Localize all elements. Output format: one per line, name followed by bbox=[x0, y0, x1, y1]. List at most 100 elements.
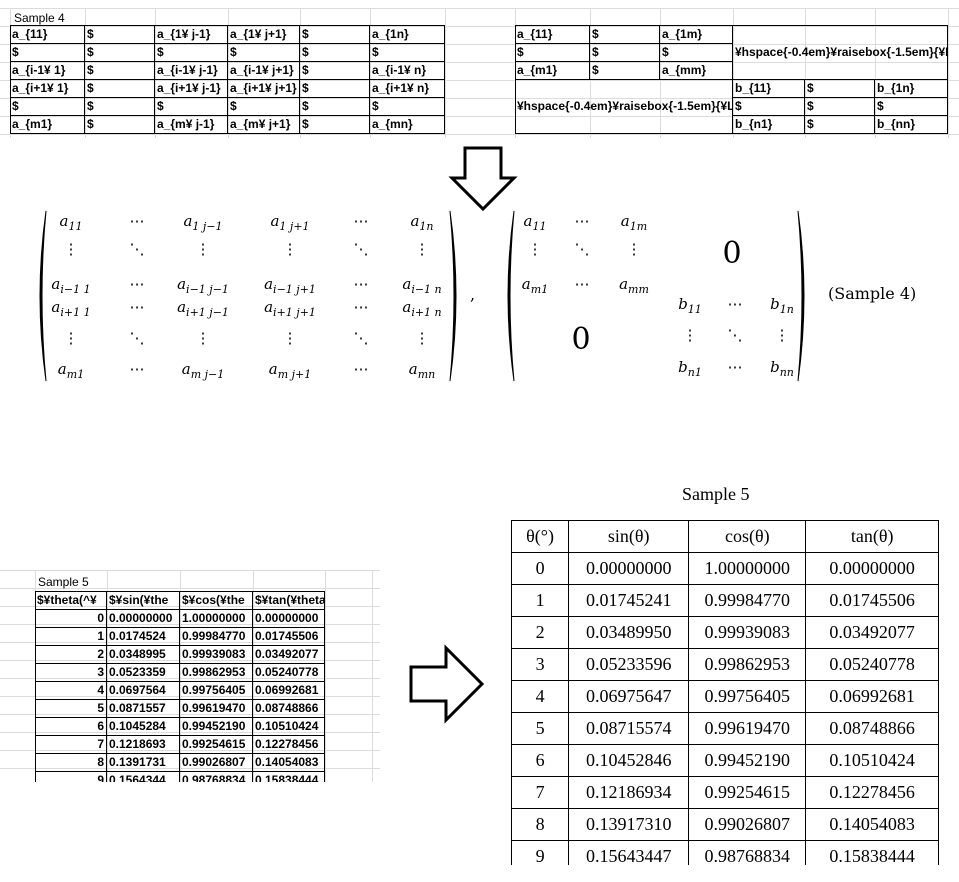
sheet-cell: $ bbox=[155, 44, 228, 62]
sheet-cell: 0.0697564 bbox=[107, 682, 180, 700]
table-header-cell: sin(θ) bbox=[568, 520, 690, 553]
matrix-dots: ⋯ bbox=[727, 295, 743, 313]
entry-base: a bbox=[402, 298, 412, 316]
grid-line bbox=[0, 116, 959, 117]
sheet-cell: $ bbox=[590, 44, 660, 62]
entry-subscript: m1 bbox=[530, 283, 549, 296]
entry-subscript: i+1 1 bbox=[60, 306, 91, 319]
sheet-cell: a_{mn} bbox=[370, 116, 445, 134]
sheet-border bbox=[10, 25, 11, 134]
entry-base: a bbox=[521, 275, 531, 293]
sheet-cell: a_{1¥ j+1} bbox=[228, 26, 300, 44]
matrix-dots: ⋮ bbox=[63, 240, 79, 258]
entry-subscript: n1 bbox=[687, 366, 702, 379]
entry-subscript: m j−1 bbox=[190, 368, 225, 381]
table-cell: 1.00000000 bbox=[688, 552, 807, 585]
sheet-cell: $¥sin(¥the bbox=[107, 592, 180, 610]
sheet-cell: 0.0523359 bbox=[107, 664, 180, 682]
down-arrow-icon bbox=[448, 146, 518, 212]
sheet-cell: a_{i-1¥ j-1} bbox=[155, 62, 228, 80]
sheet-cell: 0.1391731 bbox=[107, 754, 180, 772]
matrix-dots: ⋯ bbox=[727, 358, 743, 376]
sheet-cell: $ bbox=[370, 44, 445, 62]
table-cell: 0.10452846 bbox=[568, 744, 690, 777]
entry-base: a bbox=[51, 298, 61, 316]
grid-line bbox=[300, 8, 301, 138]
grid-line bbox=[0, 44, 959, 45]
table-cell: 0.03492077 bbox=[805, 616, 939, 649]
sheet-cell: 0.99984770 bbox=[180, 628, 253, 646]
entry-subscript: i+1 j+1 bbox=[273, 306, 316, 319]
table-cell: 8 bbox=[511, 808, 570, 841]
grid-line bbox=[0, 62, 959, 63]
sheet-cell: 0.99254615 bbox=[180, 736, 253, 754]
table-cell: 0.01745241 bbox=[568, 584, 690, 617]
sheet2-caption: Sample 5 bbox=[38, 575, 89, 589]
sheet-cell: 0.99452190 bbox=[180, 718, 253, 736]
entry-base: a bbox=[51, 275, 61, 293]
sheet-cell: $ bbox=[300, 98, 370, 116]
matrix-entry: ai+1 n bbox=[402, 298, 441, 319]
sheet-cell: 0.01745506 bbox=[253, 628, 325, 646]
grid-line bbox=[948, 8, 949, 138]
sheet-cell: 3 bbox=[35, 664, 107, 682]
table-cell: 0.05240778 bbox=[805, 648, 939, 681]
sheet-cell: 0.99862953 bbox=[180, 664, 253, 682]
table-cell: 0.06992681 bbox=[805, 680, 939, 713]
grid-line bbox=[107, 570, 108, 782]
matrix-dots: ⋱ bbox=[727, 326, 743, 344]
grid-line bbox=[0, 80, 959, 81]
grid-line bbox=[590, 8, 591, 138]
entry-base: a bbox=[177, 275, 187, 293]
table-cell: 6 bbox=[511, 744, 570, 777]
sheet-cell: $ bbox=[300, 116, 370, 134]
comma-separator: , bbox=[470, 285, 476, 304]
table-cell: 0.15838444 bbox=[805, 840, 939, 865]
sheet-cell: a_{mm} bbox=[660, 62, 733, 80]
sheet-cell: $ bbox=[590, 26, 660, 44]
sheet-cell: 0.98768834 bbox=[180, 772, 253, 782]
sheet-cell: 0.08748866 bbox=[253, 700, 325, 718]
matrix-dots: ⋯ bbox=[129, 212, 145, 230]
sheet-cell: $ bbox=[300, 80, 370, 98]
table-cell: 0.15643447 bbox=[568, 840, 690, 865]
table-cell: 0.12278456 bbox=[805, 776, 939, 809]
sheet-cell: 0.06992681 bbox=[253, 682, 325, 700]
matrix-dots: ⋮ bbox=[195, 240, 211, 258]
table-cell: 0.99452190 bbox=[688, 744, 807, 777]
grid-line bbox=[0, 642, 380, 643]
sheet-cell: 0.14054083 bbox=[253, 754, 325, 772]
sheet-cell: $ bbox=[228, 98, 300, 116]
matrix-entry: am1 bbox=[522, 275, 548, 296]
entry-subscript: i−1 n bbox=[411, 283, 442, 296]
table-cell: 0.99984770 bbox=[688, 584, 807, 617]
matrix-entry: a11 bbox=[60, 212, 83, 233]
table-cell: 9 bbox=[511, 840, 570, 865]
entry-base: a bbox=[523, 212, 533, 230]
matrix-entry: bnn bbox=[770, 358, 794, 379]
grid-line bbox=[0, 606, 380, 607]
sheet-cell: 1 bbox=[35, 628, 107, 646]
matrix-dots: ⋯ bbox=[574, 275, 590, 293]
entry-base: a bbox=[181, 360, 191, 378]
sheet-cell: $ bbox=[10, 98, 85, 116]
sheet1-caption: Sample 4 bbox=[14, 11, 65, 25]
table-cell: 2 bbox=[511, 616, 570, 649]
entry-subscript: 1m bbox=[629, 220, 648, 233]
entry-base: a bbox=[57, 360, 67, 378]
entry-subscript: i−1 j+1 bbox=[273, 283, 316, 296]
sheet-cell: a_{i-1¥ j+1} bbox=[228, 62, 300, 80]
matrix-entry: a1n bbox=[410, 212, 433, 233]
table-header-cell: cos(θ) bbox=[688, 520, 807, 553]
left-parenthesis bbox=[507, 210, 515, 382]
matrix-entry: amm bbox=[619, 275, 649, 296]
table-cell: 0.98768834 bbox=[688, 840, 807, 865]
table-cell: 0.99862953 bbox=[688, 648, 807, 681]
sheet-cell: a_{m1} bbox=[10, 116, 85, 134]
sheet-cell: 8 bbox=[35, 754, 107, 772]
table-header-row: θ(°)sin(θ)cos(θ)tan(θ) bbox=[511, 520, 939, 553]
